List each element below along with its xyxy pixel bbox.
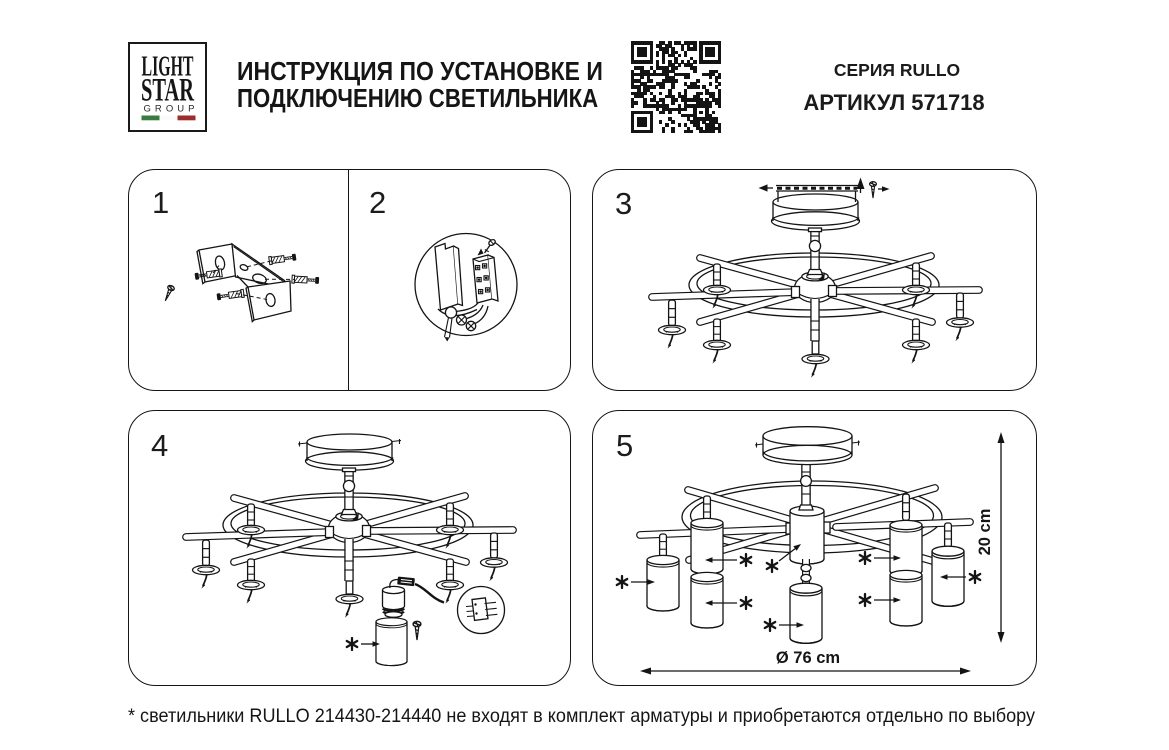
canopy-screws — [754, 440, 861, 448]
series-label: СЕРИЯ RULLO — [833, 60, 961, 80]
asterisk-icon — [615, 574, 629, 590]
screw-anchor-set — [268, 252, 298, 266]
connector-detail-circle — [456, 585, 506, 635]
block-screw — [477, 238, 496, 256]
step3-drawing — [592, 177, 1037, 391]
lamp-shade — [889, 519, 923, 577]
step-number-5: 5 — [616, 428, 634, 463]
lightstar-logo: LIGHT STAR GROUP — [128, 42, 207, 132]
diameter-dimension: Ø 76 cm — [640, 649, 971, 675]
asterisk-icon — [739, 595, 753, 611]
screw-icon — [412, 620, 422, 641]
logo-italian-flag — [141, 115, 196, 121]
page-title: ИНСТРУКЦИЯ ПО УСТАНОВКЕ И ПОДКЛЮЧЕНИЮ СВ… — [237, 59, 652, 112]
flag-red — [177, 115, 196, 121]
height-dimension-label: 20 cm — [976, 509, 994, 556]
screw-anchor-set — [291, 274, 320, 285]
wire-to-connector — [389, 576, 445, 604]
footnote: * светильники RULLO 214430-214440 не вхо… — [128, 705, 1036, 727]
flag-green — [141, 115, 160, 121]
wires — [443, 302, 489, 342]
wiring-detail-drawing — [414, 232, 518, 342]
canopy — [754, 426, 861, 466]
step4-drawing — [128, 410, 571, 667]
centre-stem — [800, 559, 812, 586]
title-line-2: ПОДКЛЮЧЕНИЮ СВЕТИЛЬНИКА — [237, 84, 599, 113]
column — [798, 464, 814, 511]
mounting-bracket-drawing — [161, 242, 320, 323]
logo-light-text: LIGHT — [142, 52, 194, 83]
asterisk-icon — [765, 558, 779, 574]
article-label: АРТИКУЛ 571718 — [803, 90, 985, 115]
step-number-1: 1 — [152, 185, 170, 220]
asterisk-icon — [763, 617, 777, 633]
asterisk-icon — [345, 636, 359, 652]
screw-icon — [161, 283, 176, 303]
step-number-3: 3 — [615, 186, 633, 221]
height-dimension: 20 cm — [976, 432, 1005, 643]
step5-drawing: 20 cm Ø 76 cm — [615, 426, 1005, 675]
mounting-bar — [758, 177, 890, 202]
screw-icon — [868, 181, 878, 199]
lamp-shade — [646, 554, 680, 612]
step1-2-drawing — [161, 232, 518, 342]
screw-anchor-set — [215, 288, 245, 302]
logo-group-text: GROUP — [144, 104, 195, 115]
chandelier-frame — [186, 434, 513, 618]
lamp-shade — [789, 582, 823, 644]
lamp-shade — [690, 517, 724, 575]
step-number-2: 2 — [369, 185, 387, 220]
canopy-screws — [297, 439, 402, 447]
central-body — [789, 505, 825, 565]
chandelier-frame — [652, 194, 979, 378]
panel-divider — [347, 170, 350, 390]
asterisk-icon — [858, 592, 872, 608]
lamp-shade — [375, 617, 408, 667]
step-number-4: 4 — [151, 428, 169, 463]
terminal-screws — [474, 263, 491, 295]
lamp-shade — [931, 545, 965, 607]
dashed-leader-lines — [212, 260, 295, 300]
flag-white — [159, 115, 178, 121]
asterisk-icon — [968, 569, 982, 585]
diameter-dimension-label: Ø 76 cm — [776, 649, 840, 667]
asterisk-icon — [739, 552, 753, 568]
title-line-1: ИНСТРУКЦИЯ ПО УСТАНОВКЕ И — [237, 58, 603, 86]
qr-code — [631, 41, 722, 134]
logo-star-text: STAR — [141, 73, 195, 109]
lamp-holder — [381, 585, 406, 618]
asterisk-icon — [858, 550, 872, 566]
lamp-shade — [690, 571, 724, 629]
